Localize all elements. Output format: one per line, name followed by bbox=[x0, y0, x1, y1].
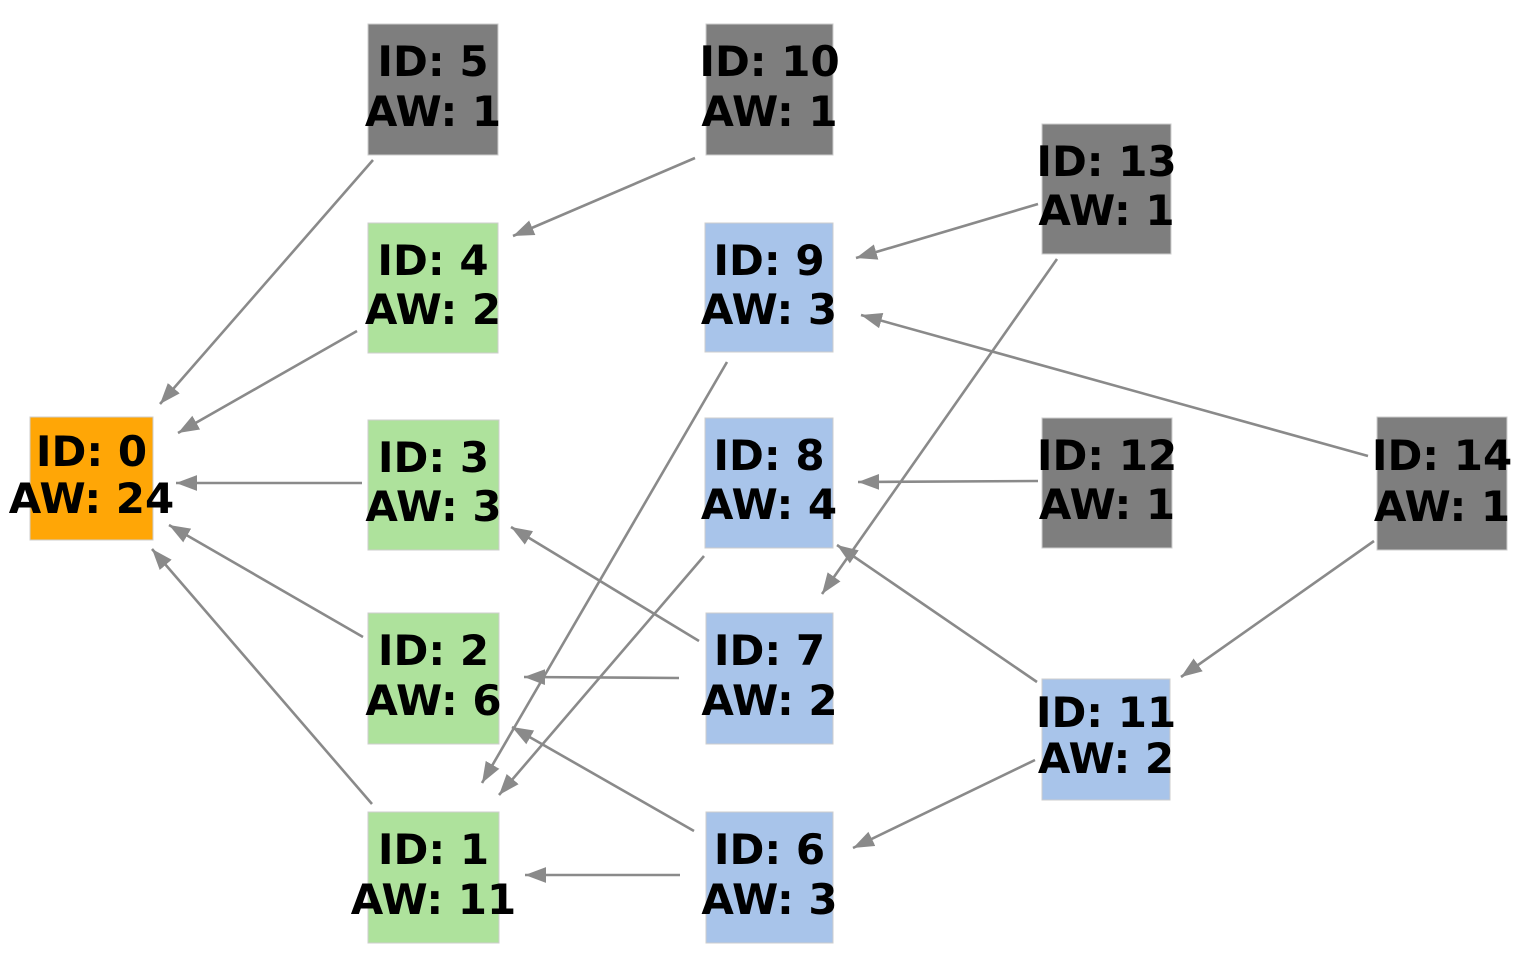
node-5-box bbox=[367, 23, 499, 156]
node-6: ID: 6AW: 3 bbox=[701, 811, 838, 944]
node-3-box bbox=[367, 419, 500, 551]
node-4-id-label: ID: 4 bbox=[377, 236, 488, 285]
node-8-box bbox=[704, 417, 834, 549]
node-1-box bbox=[367, 811, 500, 944]
node-3-id-label: ID: 3 bbox=[378, 433, 489, 482]
edge-14-to-9 bbox=[860, 313, 1369, 458]
edge-1-to-0 bbox=[151, 548, 373, 805]
node-14-id-label: ID: 14 bbox=[1372, 431, 1512, 480]
node-12-aw-label: AW: 1 bbox=[1039, 480, 1175, 529]
edge-4-to-0 bbox=[177, 329, 358, 435]
node-8-id-label: ID: 8 bbox=[713, 431, 824, 480]
edge-13-to-9 bbox=[855, 202, 1039, 260]
edge-13-to-7 bbox=[820, 258, 1059, 595]
node-5-aw-label: AW: 1 bbox=[365, 87, 501, 136]
edge-5-to-0 bbox=[159, 159, 374, 405]
node-6-box bbox=[705, 811, 834, 944]
node-9-aw-label: AW: 3 bbox=[701, 285, 837, 334]
node-4-aw-label: AW: 2 bbox=[365, 285, 501, 334]
edge-2-to-0 bbox=[168, 523, 364, 639]
node-7-aw-label: AW: 2 bbox=[701, 676, 837, 725]
edge-14-to-11 bbox=[1180, 539, 1375, 679]
node-10-box bbox=[705, 23, 834, 156]
node-8-aw-label: AW: 4 bbox=[701, 480, 837, 529]
node-7-box bbox=[705, 612, 834, 745]
node-10-id-label: ID: 10 bbox=[699, 37, 839, 86]
node-11-id-label: ID: 11 bbox=[1036, 688, 1176, 737]
node-10-aw-label: AW: 1 bbox=[701, 87, 837, 136]
node-7: ID: 7AW: 2 bbox=[701, 612, 838, 745]
node-11-aw-label: AW: 2 bbox=[1038, 734, 1174, 783]
edge-7-to-3 bbox=[510, 525, 700, 643]
node-0: ID: 0AW: 24 bbox=[9, 416, 175, 541]
node-5: ID: 5AW: 1 bbox=[365, 23, 501, 156]
node-9-box bbox=[704, 222, 834, 353]
node-0-box bbox=[29, 416, 154, 541]
node-11-box bbox=[1041, 678, 1171, 801]
node-1-aw-label: AW: 11 bbox=[351, 875, 517, 924]
node-4: ID: 4AW: 2 bbox=[365, 222, 501, 354]
edge-8-to-1 bbox=[498, 555, 705, 796]
node-8: ID: 8AW: 4 bbox=[701, 417, 837, 549]
node-2-id-label: ID: 2 bbox=[378, 626, 489, 675]
node-4-box bbox=[367, 222, 499, 354]
node-13-box bbox=[1041, 123, 1172, 255]
node-3: ID: 3AW: 3 bbox=[365, 419, 502, 551]
node-6-aw-label: AW: 3 bbox=[701, 875, 837, 924]
node-9-id-label: ID: 9 bbox=[713, 236, 824, 285]
node-1: ID: 1AW: 11 bbox=[351, 811, 517, 944]
node-13-id-label: ID: 13 bbox=[1036, 137, 1176, 186]
node-2-aw-label: AW: 6 bbox=[365, 676, 501, 725]
node-3-aw-label: AW: 3 bbox=[365, 482, 501, 531]
edge-9-to-1 bbox=[480, 361, 729, 784]
node-14-box bbox=[1376, 416, 1508, 551]
node-12-box bbox=[1041, 417, 1173, 549]
node-7-id-label: ID: 7 bbox=[714, 626, 825, 675]
node-0-id-label: ID: 0 bbox=[36, 427, 147, 476]
node-14-aw-label: AW: 1 bbox=[1374, 482, 1510, 531]
node-0-aw-label: AW: 24 bbox=[9, 474, 175, 523]
node-13-aw-label: AW: 1 bbox=[1038, 186, 1174, 235]
edge-10-to-4 bbox=[512, 156, 696, 238]
node-2: ID: 2AW: 6 bbox=[365, 612, 502, 745]
edge-7-to-2 bbox=[523, 669, 680, 686]
edge-12-to-8 bbox=[857, 474, 1039, 490]
node-2-box bbox=[367, 612, 500, 745]
node-6-id-label: ID: 6 bbox=[714, 825, 825, 874]
edge-11-to-8 bbox=[836, 543, 1038, 684]
node-5-id-label: ID: 5 bbox=[377, 37, 488, 86]
node-12-id-label: ID: 12 bbox=[1037, 431, 1177, 480]
node-1-id-label: ID: 1 bbox=[378, 825, 489, 874]
edge-11-to-6 bbox=[852, 758, 1036, 850]
edge-6-to-2 bbox=[511, 725, 695, 833]
node-9: ID: 9AW: 3 bbox=[701, 222, 837, 353]
